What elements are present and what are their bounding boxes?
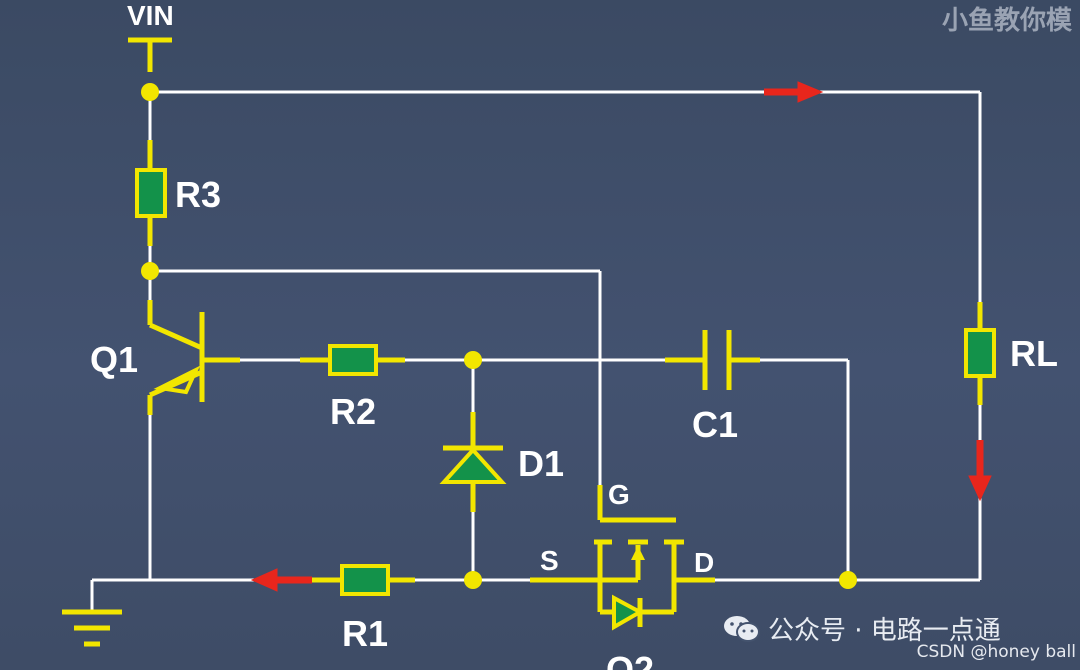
node-r3-q1	[141, 262, 159, 280]
label-r1: R1	[342, 613, 388, 654]
node-r2-d1	[464, 351, 482, 369]
label-g: G	[608, 479, 630, 510]
label-vin: VIN	[127, 0, 174, 31]
node-vin	[141, 83, 159, 101]
wechat-account-text: 公众号 · 电路一点通	[768, 616, 1001, 646]
node-d1-r1	[464, 571, 482, 589]
label-q1: Q1	[90, 339, 138, 380]
current-arrows	[250, 81, 992, 592]
wechat-badge: 公众号 · 电路一点通	[722, 610, 1001, 647]
capacitor-c1	[665, 330, 760, 390]
label-d1: D1	[518, 443, 564, 484]
label-r3: R3	[175, 174, 221, 215]
wires	[90, 90, 982, 610]
current-arrow-icon	[968, 440, 992, 502]
resistor-r3	[135, 140, 167, 246]
label-d: D	[694, 547, 714, 578]
labels: VIN R3 Q1 R2 D1 C1 RL R1 G S D Q2	[90, 0, 1058, 670]
label-rl: RL	[1010, 333, 1058, 374]
q1-emitter-arrow-icon	[153, 365, 201, 395]
current-arrow-icon	[250, 568, 312, 592]
resistor-rl	[964, 302, 996, 405]
label-s: S	[540, 545, 559, 576]
vin-terminal	[128, 37, 172, 72]
wechat-icon	[722, 614, 762, 644]
diode-d1	[439, 412, 507, 512]
mosfet-q2	[530, 485, 715, 631]
watermark: 小鱼教你模	[941, 6, 1072, 36]
credit-text: CSDN @honey ball	[916, 642, 1076, 662]
resistor-r1	[312, 564, 415, 596]
label-r2: R2	[330, 391, 376, 432]
resistor-r2	[300, 344, 405, 376]
junction-nodes	[141, 83, 857, 589]
q2-channel-arrow-icon	[631, 546, 645, 560]
label-c1: C1	[692, 404, 738, 445]
node-drain-rl	[839, 571, 857, 589]
current-arrow-icon	[764, 81, 824, 103]
transistor-q1	[147, 300, 240, 415]
label-q2: Q2	[606, 649, 654, 670]
ground-icon	[62, 609, 122, 647]
